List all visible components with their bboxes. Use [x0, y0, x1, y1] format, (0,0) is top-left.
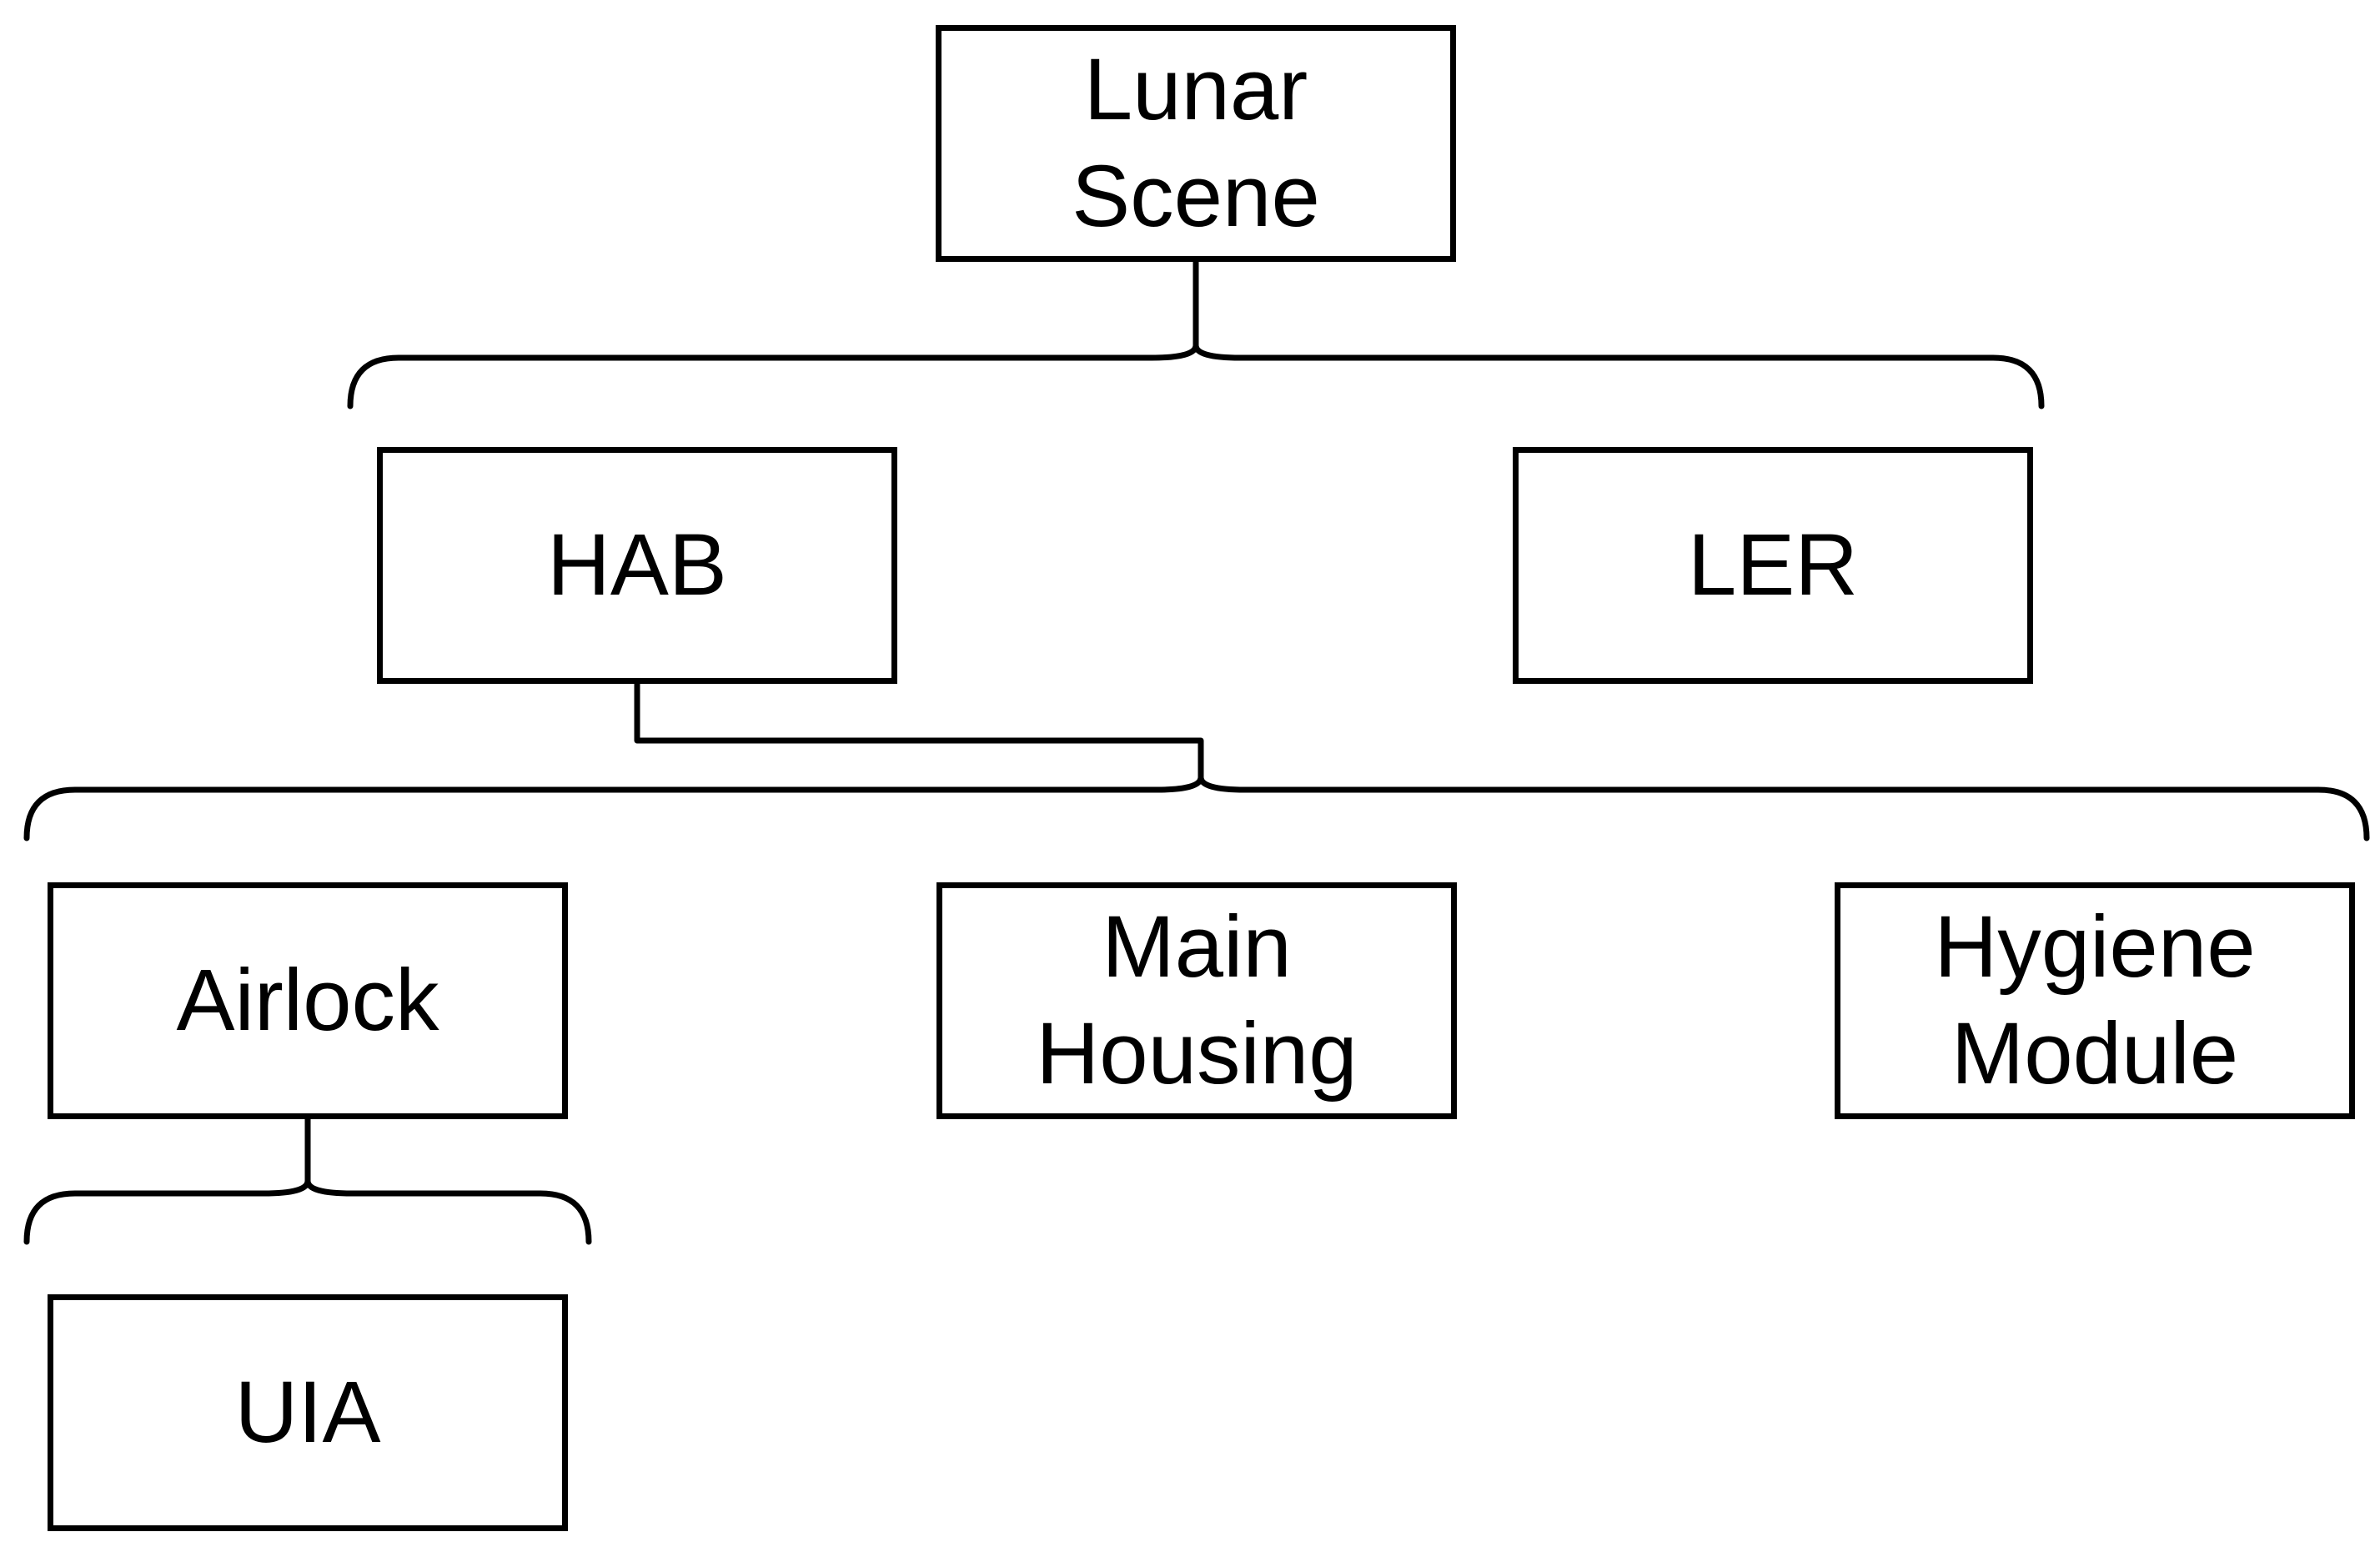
node-label: HAB	[547, 515, 727, 614]
brace-airlock-children	[23, 1178, 592, 1245]
node-label: LER	[1687, 515, 1859, 614]
node-label: Hygiene Module	[1934, 897, 2256, 1103]
node-airlock: Airlock	[48, 882, 568, 1119]
node-main-housing: Main Housing	[936, 882, 1457, 1119]
node-label: UIA	[234, 1363, 381, 1461]
node-label: Lunar Scene	[1072, 40, 1320, 245]
node-hygiene-module: Hygiene Module	[1835, 882, 2355, 1119]
node-uia: UIA	[48, 1294, 568, 1531]
edge-hab-elbow	[634, 677, 1204, 781]
brace-lunar-scene-children	[347, 342, 2045, 409]
node-label: Main Housing	[1036, 897, 1358, 1103]
node-hab: HAB	[377, 447, 897, 684]
node-ler: LER	[1513, 447, 2033, 684]
node-lunar-scene: Lunar Scene	[936, 25, 1456, 262]
brace-hab-children	[23, 774, 2370, 841]
node-label: Airlock	[176, 951, 439, 1049]
